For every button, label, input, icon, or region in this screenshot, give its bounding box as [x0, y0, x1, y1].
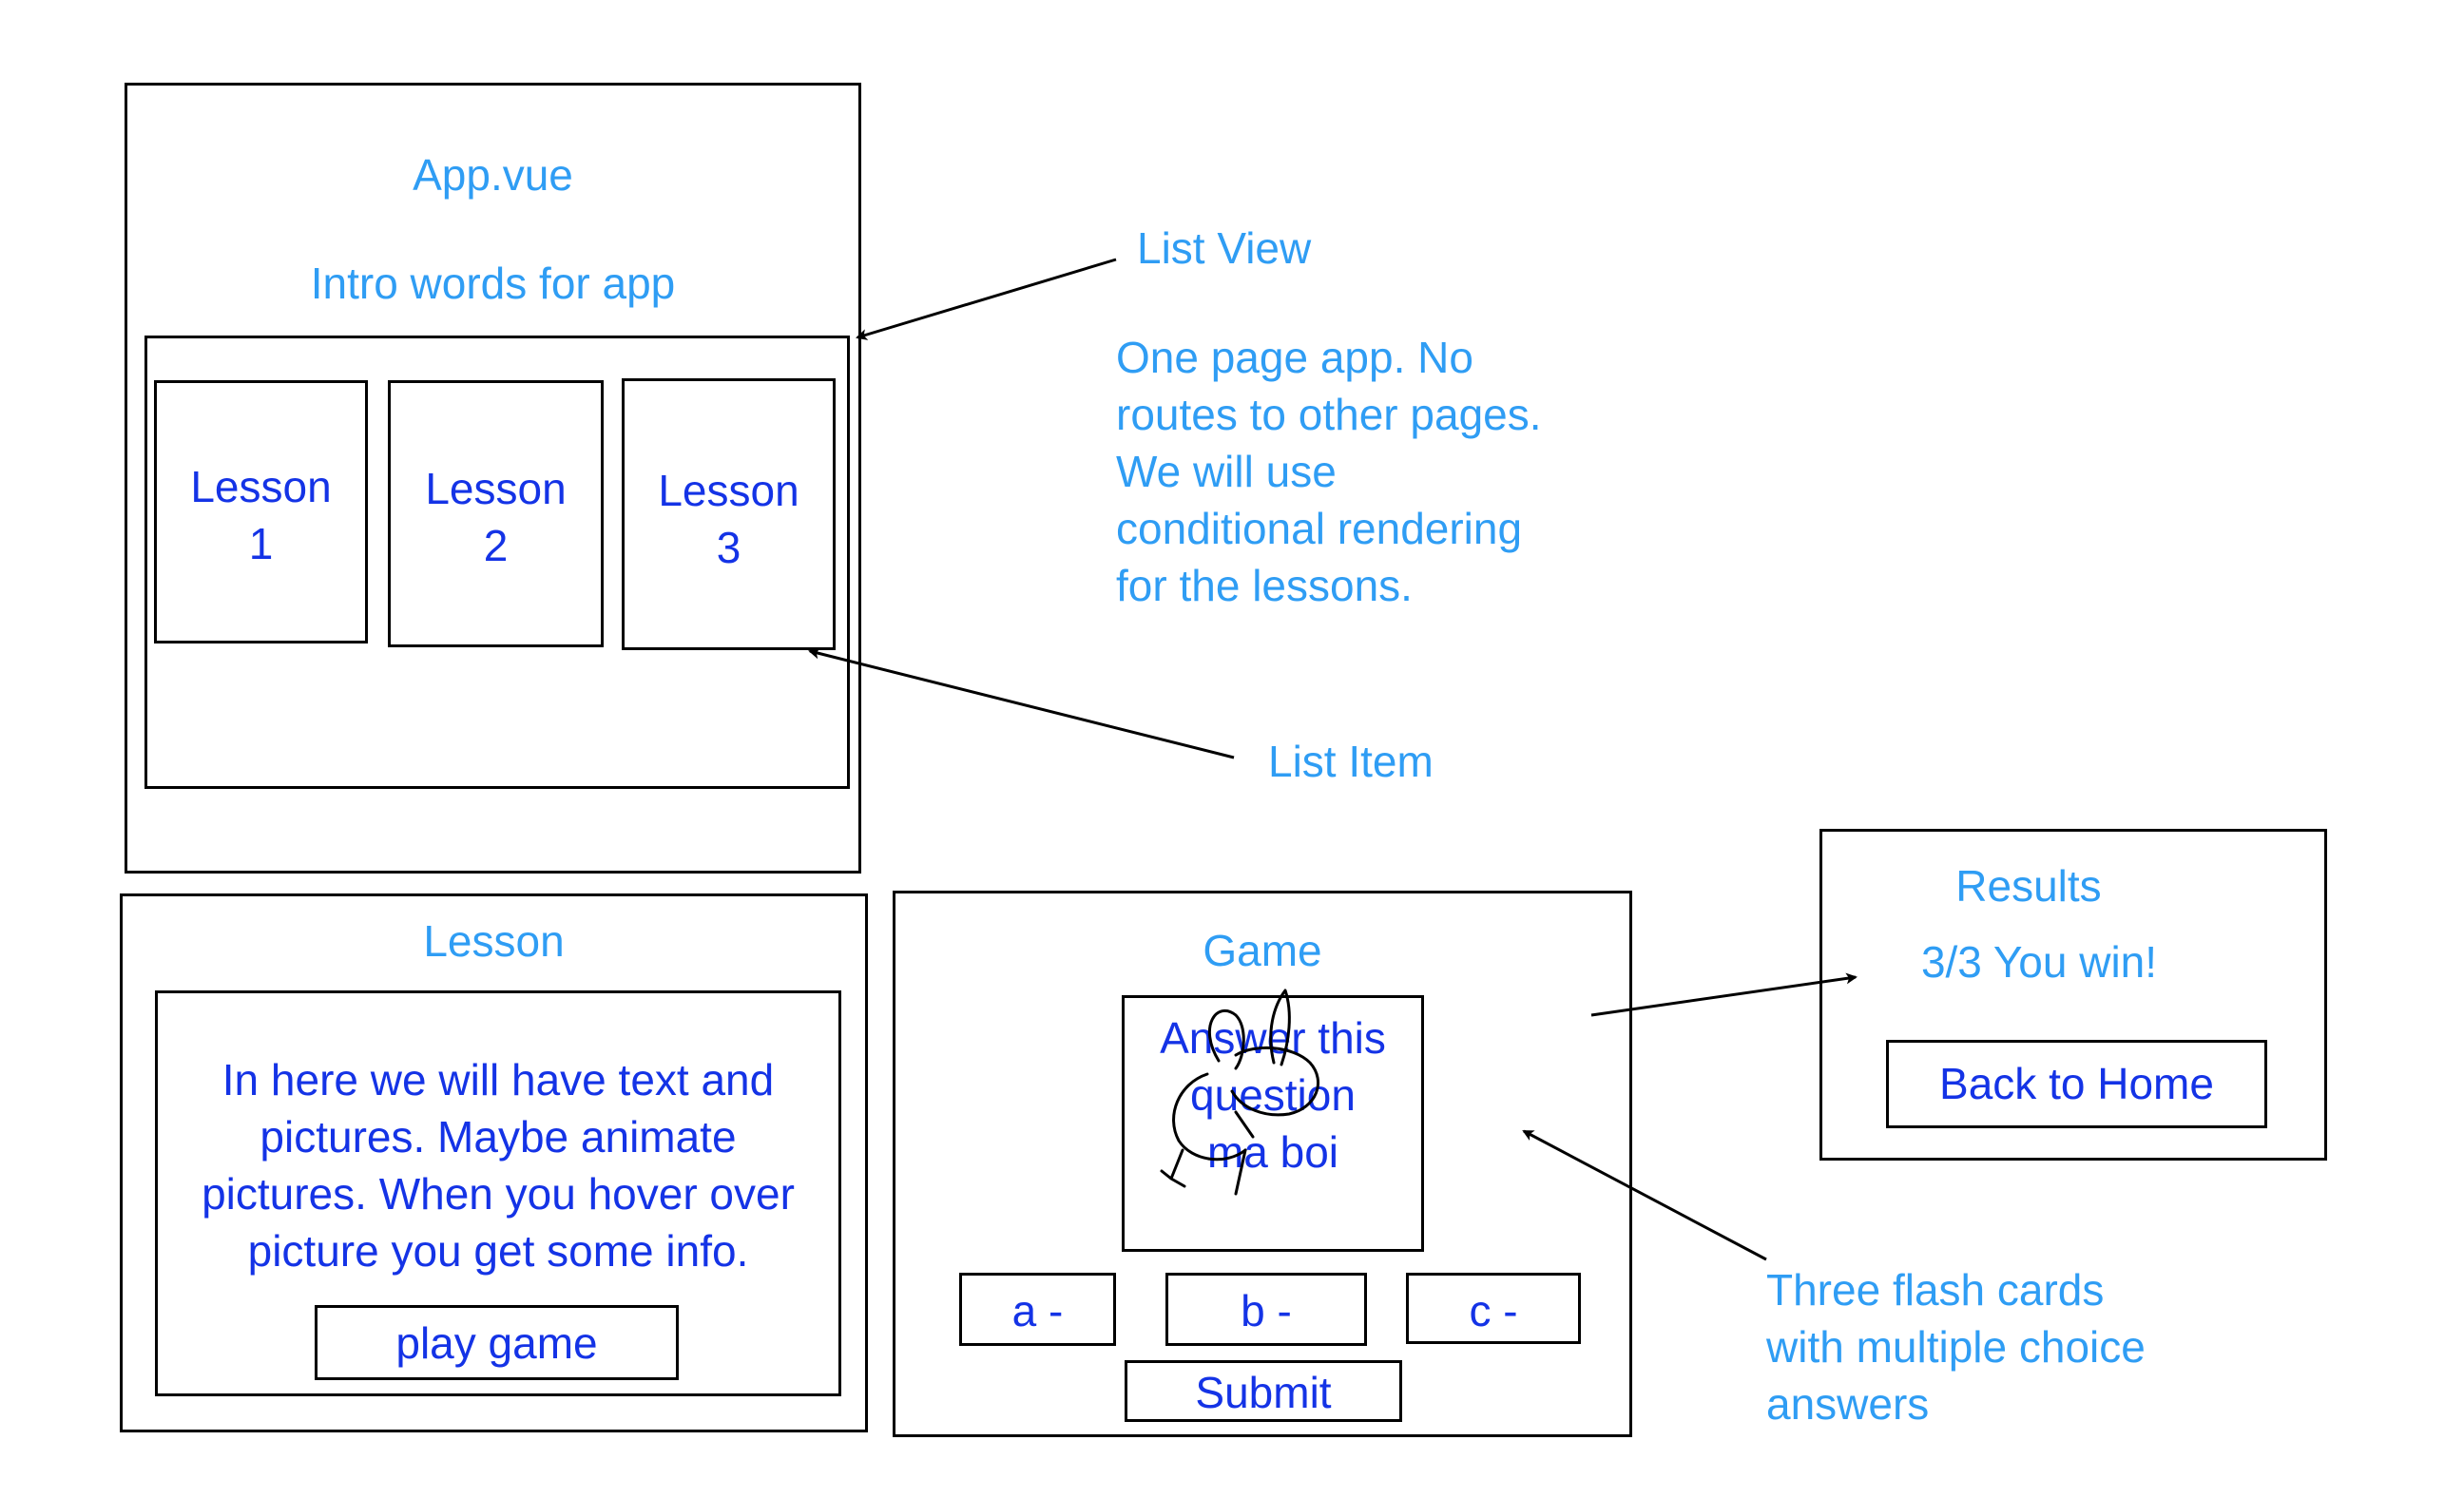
flash-cards-note: Three flash cards with multiple choice a… [1766, 1265, 2146, 1429]
lesson-card-label: Lesson 3 [658, 466, 799, 572]
lesson-content-panel [155, 990, 841, 1396]
lesson-card-label: Lesson 1 [190, 462, 332, 568]
answer-c-label: c - [1469, 1286, 1518, 1335]
back-to-home-label: Back to Home [1939, 1059, 2214, 1108]
lesson-title: Lesson [423, 916, 565, 966]
app-intro: Intro words for app [310, 259, 676, 308]
lesson-card-label: Lesson 2 [425, 464, 567, 570]
back-to-home-button[interactable]: Back to Home [1886, 1040, 2267, 1128]
app-frame [125, 83, 861, 874]
answer-a-label: a - [1011, 1286, 1064, 1335]
answer-b-button[interactable]: b - [1165, 1273, 1367, 1346]
lesson-body: In here we will have text and pictures. … [202, 1055, 795, 1276]
lesson-card-3[interactable]: Lesson 3 [622, 378, 836, 650]
list-view [144, 336, 850, 789]
submit-button[interactable]: Submit [1125, 1360, 1402, 1422]
answer-a-button[interactable]: a - [959, 1273, 1116, 1346]
list-item-annotation: List Item [1268, 737, 1434, 786]
list-view-arrow [856, 258, 1117, 340]
answer-c-button[interactable]: c - [1406, 1273, 1581, 1344]
question-text: Answer this question ma boi [1160, 1013, 1386, 1177]
one-page-note: One page app. No routes to other pages. … [1116, 333, 1542, 610]
list-item-arrow [808, 647, 1235, 759]
results-score: 3/3 You win! [1920, 937, 2158, 987]
play-game-button[interactable]: play game [315, 1305, 679, 1380]
answer-b-label: b - [1241, 1286, 1292, 1335]
lesson-card-2[interactable]: Lesson 2 [388, 380, 604, 647]
app-title: App.vue [413, 150, 573, 200]
submit-label: Submit [1195, 1368, 1332, 1417]
game-title: Game [1203, 926, 1322, 975]
list-view-annotation: List View [1137, 223, 1312, 273]
results-title: Results [1955, 861, 2102, 911]
lesson-frame [120, 893, 868, 1432]
play-game-label: play game [395, 1318, 598, 1368]
lesson-card-1[interactable]: Lesson 1 [154, 380, 368, 643]
